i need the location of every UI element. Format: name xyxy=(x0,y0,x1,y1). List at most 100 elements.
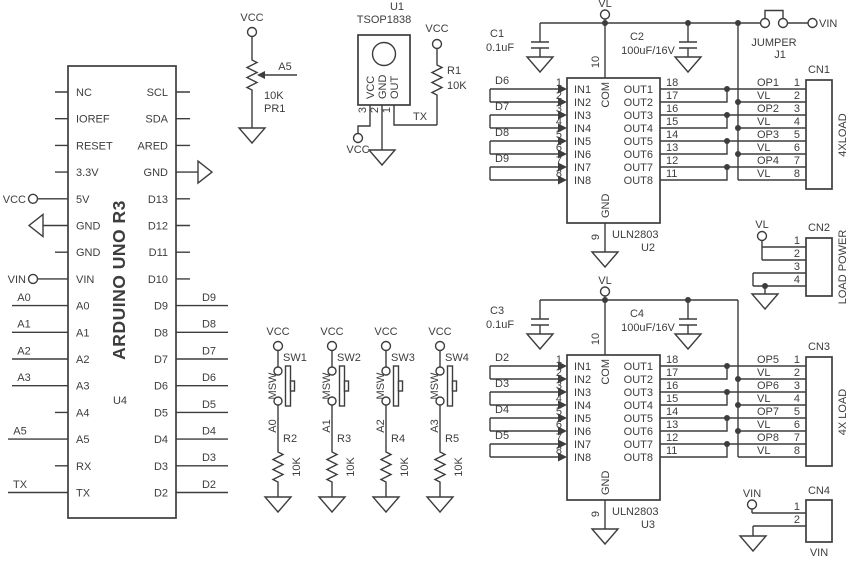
connector-net-label: OP4 xyxy=(757,155,779,167)
cap-value: 0.1uF xyxy=(486,42,514,54)
cap-ref: C4 xyxy=(630,308,644,320)
out-pin-number: 11 xyxy=(666,445,677,457)
ir-pin-name: GND xyxy=(377,75,389,100)
junction-dot xyxy=(724,112,730,118)
junction-dot xyxy=(724,389,730,395)
switch-actuator xyxy=(392,365,400,407)
ir-pin-number: 3 xyxy=(357,107,369,113)
arduino-right-wires xyxy=(176,171,228,494)
out-pin-label: OUT3 xyxy=(624,110,653,122)
ir-vcc-label: VCC xyxy=(346,144,369,156)
connector-cn4-body xyxy=(805,499,833,543)
arduino-left-pin-label: GND xyxy=(76,247,101,259)
connector-net-label: OP1 xyxy=(757,77,779,89)
connector-pin-number: 8 xyxy=(794,445,800,457)
connector-net-label: VL xyxy=(757,142,770,154)
out-pin-label: OUT1 xyxy=(624,361,653,373)
ground-symbol xyxy=(368,149,396,166)
connector-label: 4XLOAD xyxy=(837,113,849,156)
switch-columns: VCC SW1 MSW A0 R2 10K VCC SW2 MSW A1 R3 … xyxy=(264,326,469,513)
out-pin-label: OUT2 xyxy=(624,97,653,109)
connector-pin-number: 2 xyxy=(794,514,800,526)
switch-column-2: VCC SW2 MSW A1 R3 10K xyxy=(318,326,361,513)
in-pin-number: 6 xyxy=(556,419,562,431)
jumper-pin xyxy=(777,17,789,29)
ground-symbol xyxy=(591,251,619,268)
switch-contact xyxy=(327,396,337,406)
connector-pin-number: 2 xyxy=(794,248,800,260)
out-pin-label: OUT3 xyxy=(624,387,653,399)
out-pin-number: 15 xyxy=(666,393,678,405)
junction-dot xyxy=(735,428,741,434)
jumper-ref: J1 xyxy=(774,49,786,61)
driver-part: ULN2803 xyxy=(612,506,658,518)
in-pin-number: 2 xyxy=(556,90,562,102)
connector-net-label: VL xyxy=(757,367,770,379)
out-pin-number: 13 xyxy=(666,419,678,431)
arduino-right-pin-label: D7 xyxy=(154,354,168,366)
junction-dot xyxy=(724,138,730,144)
arduino-right-pin-label: D3 xyxy=(154,461,168,473)
ground-symbol xyxy=(739,535,767,552)
ground-symbol xyxy=(318,496,346,513)
connector-pin-number: 4 xyxy=(794,116,800,128)
junction-dot xyxy=(735,376,741,382)
resistor-ref: R3 xyxy=(337,433,351,445)
com-pin-number: 10 xyxy=(590,333,602,345)
input-net-label: D4 xyxy=(495,404,509,416)
vcc-net-label: VCC xyxy=(320,326,343,338)
connector-cn2-body xyxy=(805,237,833,297)
switch-plunger xyxy=(397,380,404,392)
out-pin-label: OUT8 xyxy=(624,175,653,187)
switch-contact xyxy=(381,396,391,406)
a5-net-label: A5 xyxy=(13,426,26,438)
driver-ref: U2 xyxy=(641,242,655,254)
connector-net-label: OP7 xyxy=(757,406,779,418)
arduino-right-pin-label: D4 xyxy=(154,434,168,446)
arduino-right-pin-label: D5 xyxy=(154,407,168,419)
arduino-title: ARDUINO UNO R3 xyxy=(109,200,129,360)
resistor-value: 10K xyxy=(291,457,303,477)
connector-pin-number: 7 xyxy=(794,155,800,167)
in-pin-label: IN8 xyxy=(574,175,591,187)
switch-contact xyxy=(327,366,337,376)
driver-part: ULN2803 xyxy=(612,229,658,241)
junction-dot xyxy=(724,363,730,369)
vin-net-label: VIN xyxy=(819,18,837,30)
vl-terminal xyxy=(756,230,768,242)
cap-ref: C3 xyxy=(490,305,504,317)
junction-dot xyxy=(724,441,730,447)
in-pin-label: IN8 xyxy=(574,452,591,464)
digital-net-label: D3 xyxy=(202,452,216,464)
in-pin-number: 7 xyxy=(556,155,562,167)
connector-net-label: OP3 xyxy=(757,129,779,141)
resistor-symbol xyxy=(380,446,392,488)
connector-pin-number: 4 xyxy=(794,393,800,405)
connector-pin-number: 1 xyxy=(794,77,800,89)
ir-pin-number: 1 xyxy=(381,107,393,113)
vcc-terminal xyxy=(27,193,39,205)
input-net-label: D6 xyxy=(495,75,509,87)
out-pin-label: OUT6 xyxy=(624,149,653,161)
in-pin-label: IN5 xyxy=(574,413,591,425)
arduino-block: NCIOREFRESET3.3V5VGNDGNDVINA0A1A2A3A4A5R… xyxy=(3,65,228,519)
junction-dot xyxy=(735,20,741,26)
analog-net-label: A3 xyxy=(17,372,30,384)
jumper-j1: VIN JUMPER J1 xyxy=(751,9,837,61)
ground-symbol xyxy=(372,496,400,513)
connector-pin-number: 1 xyxy=(794,354,800,366)
in-pin-label: IN6 xyxy=(574,426,591,438)
pullup-r1: VCC R1 10K xyxy=(425,23,467,125)
arduino-left-pin-label: A5 xyxy=(76,434,89,446)
connector-cn1-body xyxy=(805,79,833,190)
switch-contact xyxy=(273,396,283,406)
switch-actuator xyxy=(284,365,292,407)
out-pin-number: 16 xyxy=(666,103,678,115)
connector-label: VIN xyxy=(810,547,828,559)
arduino-left-pin-label: 3.3V xyxy=(76,167,99,179)
out-pin-label: OUT4 xyxy=(624,123,653,135)
out-pin-label: OUT5 xyxy=(624,413,653,425)
arduino-body xyxy=(67,65,177,519)
driver1-input-wires xyxy=(489,88,558,181)
gnd-pin-number: 9 xyxy=(590,511,602,517)
